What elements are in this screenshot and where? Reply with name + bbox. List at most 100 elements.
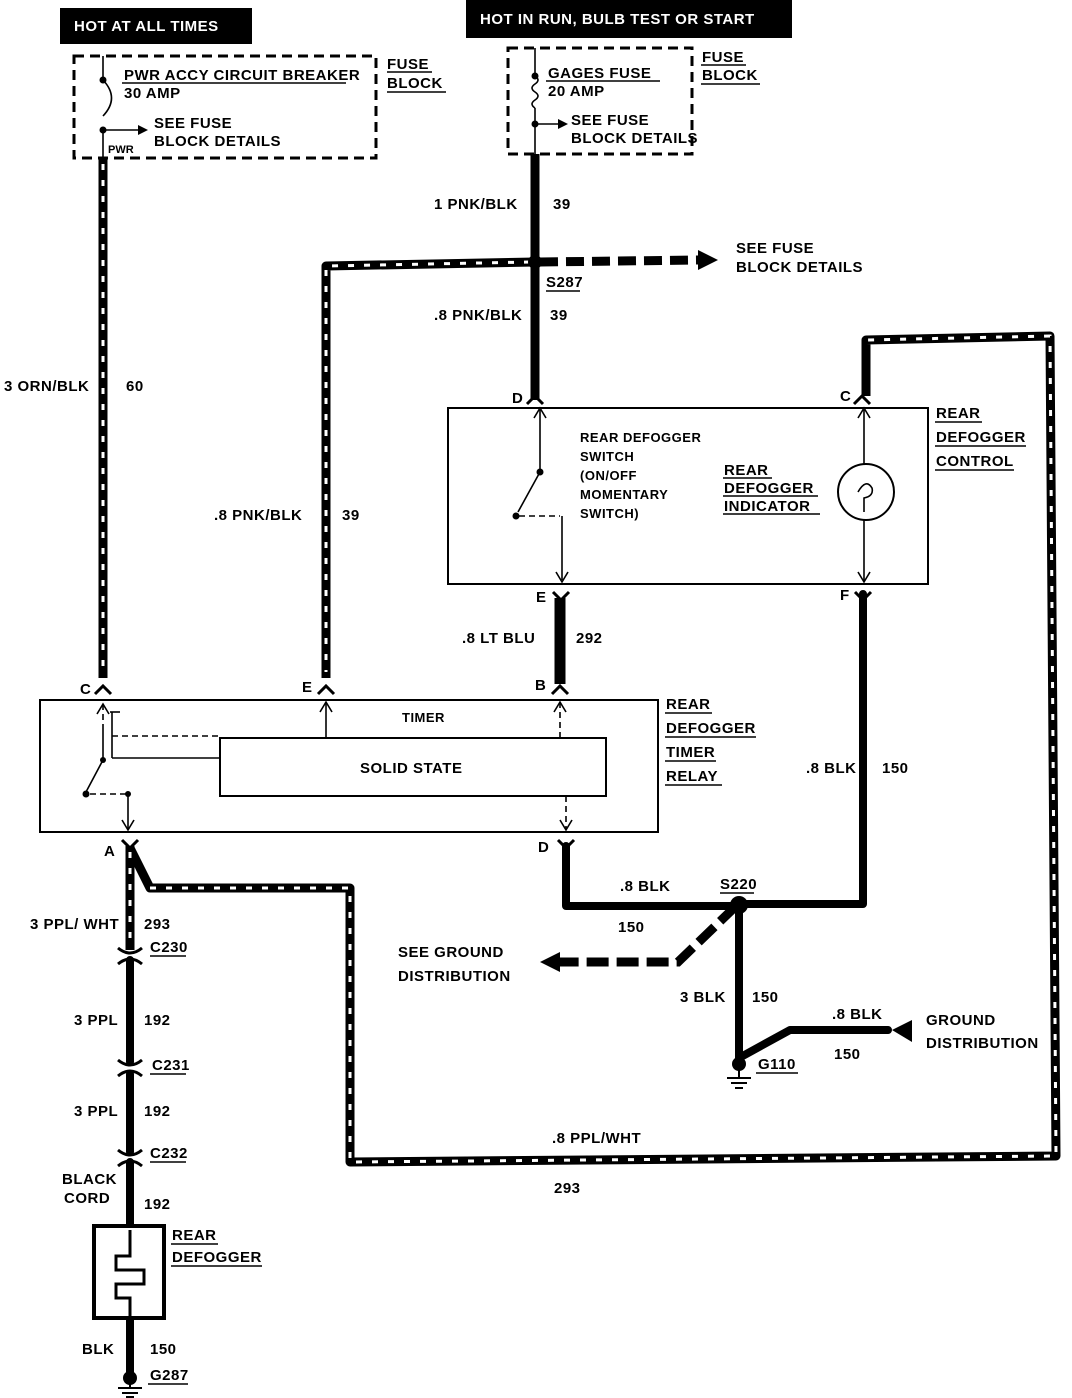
- see-ground-2: DISTRIBUTION: [398, 968, 511, 985]
- rear-defogger-timer-relay: SOLID STATE TIMER C E B A D REAR: [39, 677, 756, 860]
- label-blk-gd: .8 BLK: [832, 1006, 883, 1023]
- control-pin-d: D: [512, 390, 523, 407]
- label-lt-blu-num: 292: [576, 630, 603, 647]
- fuse-block-right-title-2: BLOCK: [702, 67, 758, 84]
- circuit-breaker-label: PWR ACCY CIRCUIT BREAKER: [124, 67, 360, 84]
- fuse-block-left-title-1: FUSE: [387, 56, 429, 73]
- label-black-cord-num: 192: [144, 1196, 171, 1213]
- label-pnk-blk-left: .8 PNK/BLK: [214, 507, 302, 524]
- label-blk-s220: .8 BLK: [620, 878, 671, 895]
- label-ppl-wht-loop: .8 PPL/WHT: [552, 1130, 641, 1147]
- switch-label-1: REAR DEFOGGER: [580, 430, 701, 445]
- label-orn-blk: 3 ORN/BLK: [4, 378, 89, 395]
- relay-pin-a: A: [104, 843, 115, 860]
- relay-pin-b: B: [535, 677, 546, 694]
- rear-defogger-grid: REAR DEFOGGER: [92, 1224, 262, 1320]
- defogger-title-2: DEFOGGER: [172, 1249, 262, 1266]
- label-ppl-wht-loop-num: 293: [554, 1180, 581, 1197]
- label-blk-right: .8 BLK: [806, 760, 857, 777]
- label-ppl-wht: 3 PPL/ WHT: [30, 916, 119, 933]
- label-lt-blu: .8 LT BLU: [462, 630, 535, 647]
- control-pin-f: F: [840, 587, 850, 604]
- label-orn-blk-num: 60: [126, 378, 144, 395]
- header-hot-at-all-times: HOT AT ALL TIMES: [60, 8, 252, 44]
- relay-pin-d: D: [538, 839, 549, 856]
- label-blk-bottom: BLK: [82, 1341, 114, 1358]
- label-ppl-1-num: 192: [144, 1012, 171, 1029]
- ground-dist-1: GROUND: [926, 1012, 996, 1029]
- pwr-terminal-label: PWR: [108, 144, 134, 156]
- control-title-2: DEFOGGER: [936, 429, 1026, 446]
- indicator-label-3: INDICATOR: [724, 498, 810, 515]
- indicator-label-1: REAR: [724, 462, 769, 479]
- rear-defogger-control: D C E F REAR DEFOGGER SWITCH (ON/OFF MOM…: [447, 388, 1026, 606]
- connector-c231: C231: [117, 1057, 189, 1078]
- see-fuse-splice-2: BLOCK DETAILS: [736, 259, 863, 276]
- header-hot-in-run: HOT IN RUN, BULB TEST OR START: [466, 0, 792, 38]
- label-blk-right-num: 150: [882, 760, 909, 777]
- label-ppl-2-num: 192: [144, 1103, 171, 1120]
- fuse-block-left-title-2: BLOCK: [387, 75, 443, 92]
- control-pin-e: E: [536, 589, 547, 606]
- wire-pnk-blk-s287-to-relay: [321, 257, 536, 678]
- timer-label: TIMER: [402, 710, 445, 725]
- wire-blk-150-right: [732, 590, 867, 908]
- see-ground-distribution: SEE GROUND DISTRIBUTION: [398, 944, 511, 985]
- wire-blk-ground-dist: [735, 1020, 912, 1062]
- ground-g287: G287: [118, 1367, 189, 1398]
- relay-title-3: TIMER: [666, 744, 715, 761]
- see-fuse-splice-1: SEE FUSE: [736, 240, 814, 257]
- switch-label-2: SWITCH: [580, 449, 634, 464]
- switch-label-4: MOMENTARY: [580, 487, 668, 502]
- relay-title-4: RELAY: [666, 768, 718, 785]
- fuse-block-right-title-1: FUSE: [702, 49, 744, 66]
- label-pnk-blk-mid: .8 PNK/BLK: [434, 307, 522, 324]
- label-pnk-blk-top-num: 39: [553, 196, 571, 213]
- label-ppl-wht-num: 293: [144, 916, 171, 933]
- relay-title-2: DEFOGGER: [666, 720, 756, 737]
- ground-g287-label: G287: [150, 1367, 189, 1384]
- ground-distribution-right: GROUND DISTRIBUTION: [926, 1012, 1039, 1052]
- label-pnk-blk-left-num: 39: [342, 507, 360, 524]
- fuse-block-left: PWR ACCY CIRCUIT BREAKER 30 AMP SEE FUSE…: [72, 54, 446, 160]
- header-hot-at-all-times-text: HOT AT ALL TIMES: [74, 18, 219, 35]
- ground-g110: G110: [727, 1056, 798, 1089]
- ground-g110-label: G110: [758, 1056, 796, 1073]
- splice-s220-label: S220: [720, 876, 757, 893]
- label-blk-s220-num: 150: [618, 919, 645, 936]
- relay-pin-e: E: [302, 679, 313, 696]
- label-black-cord-1: BLACK: [62, 1171, 117, 1188]
- header-hot-in-run-text: HOT IN RUN, BULB TEST OR START: [480, 11, 755, 28]
- solid-state-label: SOLID STATE: [360, 760, 462, 777]
- see-fuse-right-1: SEE FUSE: [571, 112, 649, 129]
- gages-fuse-rating: 20 AMP: [548, 83, 605, 100]
- switch-label-3: (ON/OFF: [580, 468, 637, 483]
- connector-c230-label: C230: [150, 939, 188, 956]
- relay-title-1: REAR: [666, 696, 711, 713]
- label-ppl-2: 3 PPL: [74, 1103, 118, 1120]
- see-fuse-right-2: BLOCK DETAILS: [571, 130, 698, 147]
- label-blk-bottom-num: 150: [150, 1341, 177, 1358]
- switch-label-5: SWITCH): [580, 506, 639, 521]
- relay-pin-c: C: [80, 681, 91, 698]
- wire-labels: 3 ORN/BLK 60 1 PNK/BLK 39 SEE FUSE BLOCK…: [4, 196, 909, 1358]
- indicator-label-2: DEFOGGER: [724, 480, 814, 497]
- control-title-1: REAR: [936, 405, 981, 422]
- wire-ppl-wht-loop: [125, 331, 1061, 1167]
- splice-s220: S220: [720, 876, 757, 914]
- wire-blk-150-relay-d: [562, 842, 740, 910]
- ground-dist-2: DISTRIBUTION: [926, 1035, 1039, 1052]
- label-ppl-1: 3 PPL: [74, 1012, 118, 1029]
- splice-s287-label: S287: [546, 274, 583, 291]
- label-pnk-blk-top: 1 PNK/BLK: [434, 196, 518, 213]
- see-fuse-left-1: SEE FUSE: [154, 115, 232, 132]
- control-pin-c: C: [840, 388, 851, 405]
- control-title-3: CONTROL: [936, 453, 1014, 470]
- see-fuse-left-2: BLOCK DETAILS: [154, 133, 281, 150]
- connector-c232-label: C232: [150, 1145, 188, 1162]
- wire-see-ground-dashed: [540, 902, 740, 972]
- wire-see-fuse-dashed: [539, 250, 718, 270]
- see-ground-1: SEE GROUND: [398, 944, 504, 961]
- splice-s287: S287: [528, 255, 583, 292]
